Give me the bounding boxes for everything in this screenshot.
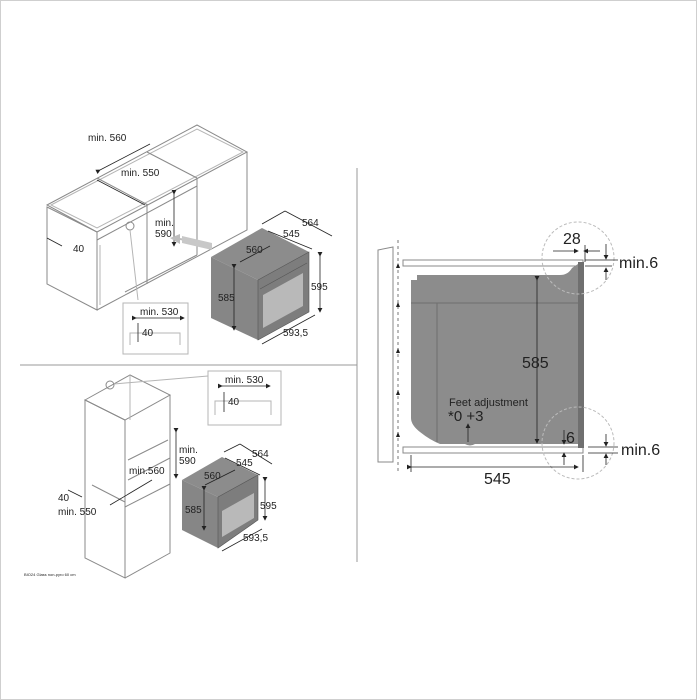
inset-label-40: 40 xyxy=(142,328,154,339)
oven-side-body xyxy=(411,264,583,446)
inset2-label-40: 40 xyxy=(228,397,240,408)
label2-min-590-line1: min. xyxy=(179,445,198,456)
side-label-6: 6 xyxy=(566,430,575,447)
oven-top-545: 545 xyxy=(283,229,300,240)
oven-top-560: 560 xyxy=(246,245,263,256)
side-view xyxy=(377,221,618,480)
oven-top xyxy=(211,210,333,345)
label-40: 40 xyxy=(73,244,85,255)
side-label-28: 28 xyxy=(563,231,581,248)
oven-bottom-593-5: 593,5 xyxy=(243,533,268,544)
inset2-label-min-530: min. 530 xyxy=(225,375,264,386)
insert-arrow-body xyxy=(182,236,212,250)
footer-caption: BIO24 Glass non-pyro 60 cm xyxy=(24,572,76,577)
side-label-585: 585 xyxy=(522,355,549,372)
label-min-560: min. 560 xyxy=(88,133,127,144)
label2-min-560: min.560 xyxy=(129,466,165,477)
oven-bottom xyxy=(182,443,273,552)
detail-inset-bottom xyxy=(207,370,282,426)
label-min-590-line2: 590 xyxy=(155,229,172,240)
oven-top-564: 564 xyxy=(302,218,319,229)
oven-top-585: 585 xyxy=(218,293,235,304)
oven-bottom-585: 585 xyxy=(185,505,202,516)
oven-top-595: 595 xyxy=(311,282,328,293)
side-label-min6-top: min.6 xyxy=(619,255,658,272)
side-label-545: 545 xyxy=(484,471,511,488)
oven-bottom-564: 564 xyxy=(252,449,269,460)
oven-top-593-5: 593,5 xyxy=(283,328,308,339)
inset-label-min-530: min. 530 xyxy=(140,307,179,318)
feet-adjustment-value: *0 +3 xyxy=(448,408,483,425)
detail-inset-top xyxy=(122,302,189,355)
label-min-590-line1: min. xyxy=(155,218,174,229)
oven-bottom-545: 545 xyxy=(236,458,253,469)
label2-min-590-line2: 590 xyxy=(179,456,196,467)
label2-40: 40 xyxy=(58,493,70,504)
label-min-550: min. 550 xyxy=(121,168,160,179)
oven-bottom-560: 560 xyxy=(204,471,221,482)
tall-cabinet xyxy=(67,374,209,579)
side-label-min6-bottom: min.6 xyxy=(621,442,660,459)
feet-adjustment-label: Feet adjustment xyxy=(449,397,528,409)
label2-min-550: min. 550 xyxy=(58,507,97,518)
oven-bottom-595: 595 xyxy=(260,501,277,512)
